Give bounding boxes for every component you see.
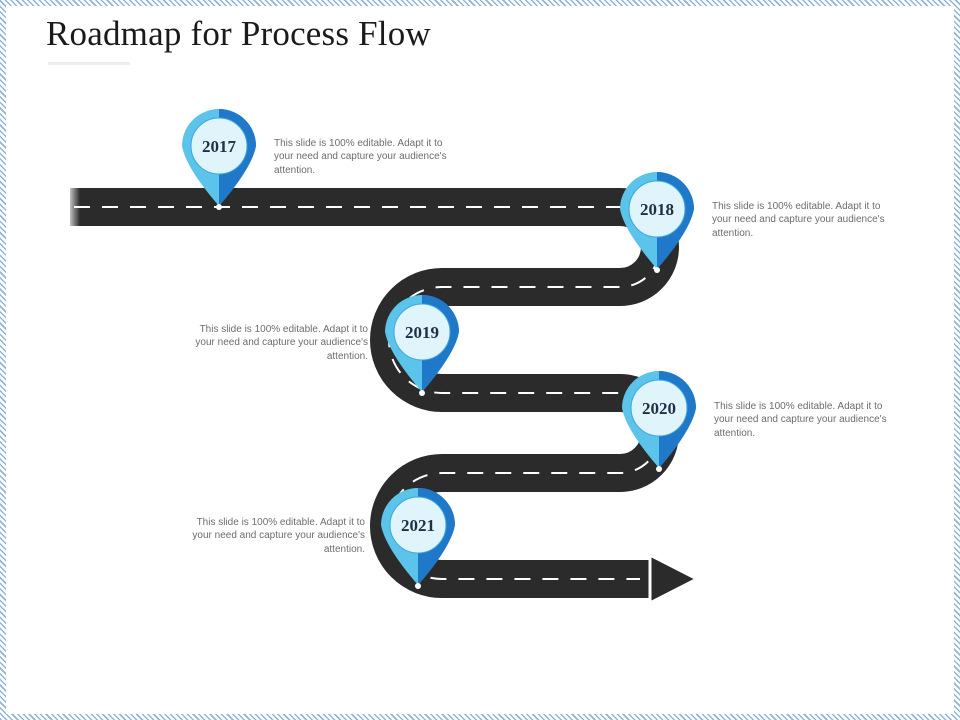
pin-point-dot xyxy=(656,466,662,472)
milestone-text-2017: This slide is 100% editable. Adapt it to… xyxy=(274,138,447,176)
milestone-pin-2017: 2017 xyxy=(182,109,256,210)
year-label-2021: 2021 xyxy=(401,516,435,535)
pin-face xyxy=(190,117,248,175)
pin-face xyxy=(630,379,688,437)
milestone-pin-2018: 2018 xyxy=(620,172,694,273)
milestone-pin-2020: 2020 xyxy=(622,371,696,472)
milestone-pin-2019: 2019 xyxy=(385,295,459,396)
road-fade xyxy=(66,180,80,240)
title-underline xyxy=(48,62,130,65)
road-arrowhead xyxy=(648,553,699,605)
year-label-2019: 2019 xyxy=(405,323,439,342)
year-label-2018: 2018 xyxy=(640,200,674,219)
pin-point-dot xyxy=(216,204,222,210)
slide-title: Roadmap for Process Flow xyxy=(46,14,431,53)
milestone-pin-2021: 2021 xyxy=(381,488,455,589)
milestone-text-2018: This slide is 100% editable. Adapt it to… xyxy=(712,201,885,239)
pin-face xyxy=(628,180,686,238)
lane-marking xyxy=(74,206,661,580)
pin-face xyxy=(389,496,447,554)
milestone-text-2021: This slide is 100% editable. Adapt it to… xyxy=(192,517,365,555)
pin-point-dot xyxy=(419,390,425,396)
pin-point-dot xyxy=(654,267,660,273)
pin-point-dot xyxy=(415,583,421,589)
year-label-2020: 2020 xyxy=(642,399,676,418)
milestone-text-2020: This slide is 100% editable. Adapt it to… xyxy=(714,401,887,439)
year-label-2017: 2017 xyxy=(202,137,237,156)
milestone-text-2019: This slide is 100% editable. Adapt it to… xyxy=(195,324,368,362)
road xyxy=(66,180,699,605)
pin-face xyxy=(393,303,451,361)
